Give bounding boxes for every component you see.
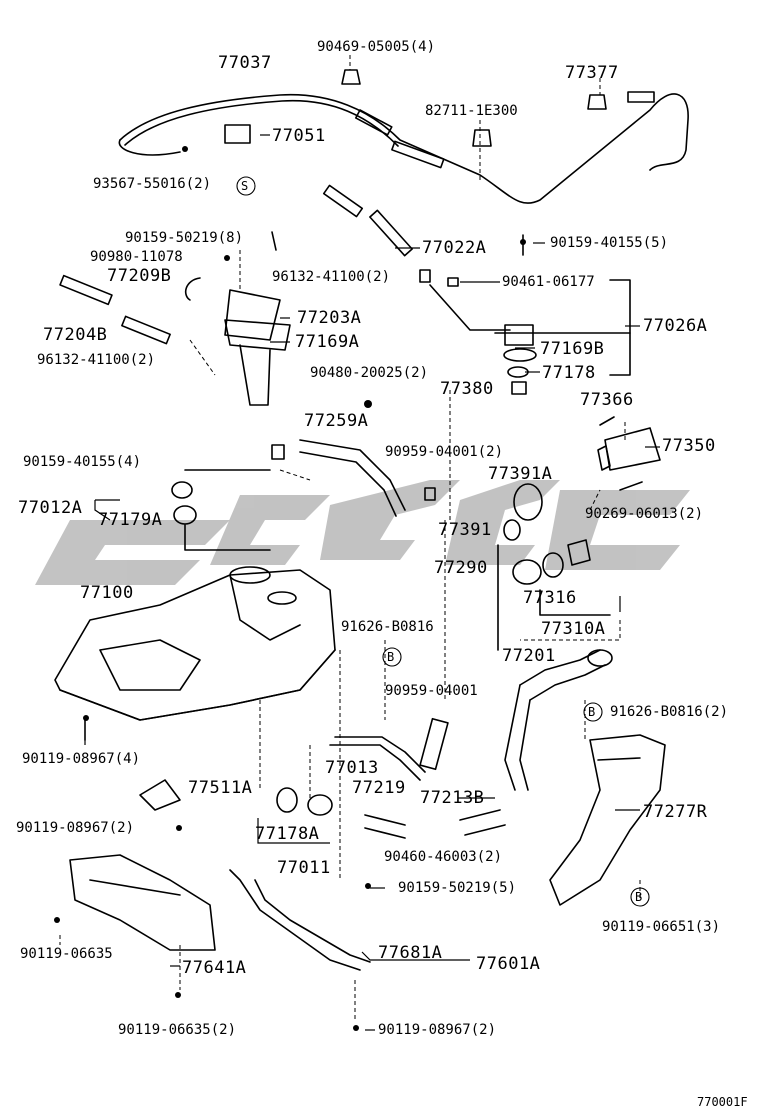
part-label-77100[interactable]: 77100	[80, 583, 134, 603]
part-label-77012A[interactable]: 77012A	[18, 498, 83, 518]
part-label-90959-04001[interactable]: 90959-04001	[385, 683, 478, 699]
part-label-90159-40155-5[interactable]: 90159-40155(5)	[550, 235, 669, 251]
part-label-90159-40155-4[interactable]: 90159-40155(4)	[23, 454, 142, 470]
part-label-77213B[interactable]: 77213B	[420, 788, 485, 808]
part-label-77511A[interactable]: 77511A	[188, 778, 253, 798]
part-label-93567-55016[interactable]: 93567-55016(2)	[93, 176, 212, 192]
part-label-90980-11078[interactable]: 90980-11078	[90, 249, 183, 265]
part-label-90460-46003[interactable]: 90460-46003(2)	[384, 849, 503, 865]
part-label-90119-06635-2[interactable]: 90119-06635(2)	[118, 1022, 237, 1038]
part-label-90159-50219-8[interactable]: 90159-50219(8)	[125, 230, 244, 246]
part-label-90469-05005[interactable]: 90469-05005(4)	[317, 39, 436, 55]
diagram-reference-code: 770001F	[697, 1095, 748, 1109]
part-label-82711-1E300[interactable]: 82711-1E300	[425, 103, 518, 119]
part-label-90159-50219-5[interactable]: 90159-50219(5)	[398, 880, 517, 896]
circle-b-marker: B	[635, 890, 643, 904]
part-label-90269-06013[interactable]: 90269-06013(2)	[585, 506, 704, 522]
part-label-90119-06635[interactable]: 90119-06635	[20, 946, 113, 962]
part-label-91626-B0816[interactable]: 91626-B0816	[341, 619, 434, 635]
part-label-77204B[interactable]: 77204B	[43, 325, 108, 345]
part-label-77391A[interactable]: 77391A	[488, 464, 553, 484]
part-label-77350[interactable]: 77350	[662, 436, 716, 456]
part-label-96132-41100-b[interactable]: 96132-41100(2)	[37, 352, 156, 368]
part-label-77259A[interactable]: 77259A	[304, 411, 369, 431]
circle-b-marker: B	[387, 650, 395, 664]
part-label-77011[interactable]: 77011	[277, 858, 331, 878]
part-label-90119-06651[interactable]: 90119-06651(3)	[602, 919, 721, 935]
part-label-77310A[interactable]: 77310A	[541, 619, 606, 639]
part-label-77290[interactable]: 77290	[434, 558, 488, 578]
part-label-90119-08967-2b[interactable]: 90119-08967(2)	[378, 1022, 497, 1038]
part-label-77601A[interactable]: 77601A	[476, 954, 541, 974]
part-label-77169A[interactable]: 77169A	[295, 332, 360, 352]
part-label-90461-06177[interactable]: 90461-06177	[502, 274, 595, 290]
part-label-90959-04001-2[interactable]: 90959-04001(2)	[385, 444, 504, 460]
part-label-96132-41100-a[interactable]: 96132-41100(2)	[272, 269, 391, 285]
part-label-77641A[interactable]: 77641A	[182, 958, 247, 978]
circle-s-marker: S	[241, 179, 249, 193]
part-label-77380[interactable]: 77380	[440, 379, 494, 399]
part-label-77178[interactable]: 77178	[542, 363, 596, 383]
part-label-77377[interactable]: 77377	[565, 63, 619, 83]
part-label-77169B[interactable]: 77169B	[540, 339, 605, 359]
part-label-77022A[interactable]: 77022A	[422, 238, 487, 258]
part-label-77026A[interactable]: 77026A	[643, 316, 708, 336]
part-label-77178A[interactable]: 77178A	[255, 824, 320, 844]
part-label-77366[interactable]: 77366	[580, 390, 634, 410]
part-label-77037[interactable]: 77037	[218, 53, 272, 73]
part-label-90119-08967-4[interactable]: 90119-08967(4)	[22, 751, 141, 767]
part-label-77013[interactable]: 77013	[325, 758, 379, 778]
part-label-77681A[interactable]: 77681A	[378, 943, 443, 963]
part-label-77219[interactable]: 77219	[352, 778, 406, 798]
part-label-77209B[interactable]: 77209B	[107, 266, 172, 286]
part-label-77203A[interactable]: 77203A	[297, 308, 362, 328]
part-label-77277R[interactable]: 77277R	[643, 802, 708, 822]
part-label-91626-B0816-2[interactable]: 91626-B0816(2)	[610, 704, 729, 720]
part-label-77391[interactable]: 77391	[438, 520, 492, 540]
part-label-77201[interactable]: 77201	[502, 646, 556, 666]
part-label-90480-20025[interactable]: 90480-20025(2)	[310, 365, 429, 381]
part-label-77051[interactable]: 77051	[272, 126, 326, 146]
part-label-77179A[interactable]: 77179A	[98, 510, 163, 530]
part-label-77316[interactable]: 77316	[523, 588, 577, 608]
part-label-90119-08967-2a[interactable]: 90119-08967(2)	[16, 820, 135, 836]
circle-b-marker: B	[588, 705, 596, 719]
